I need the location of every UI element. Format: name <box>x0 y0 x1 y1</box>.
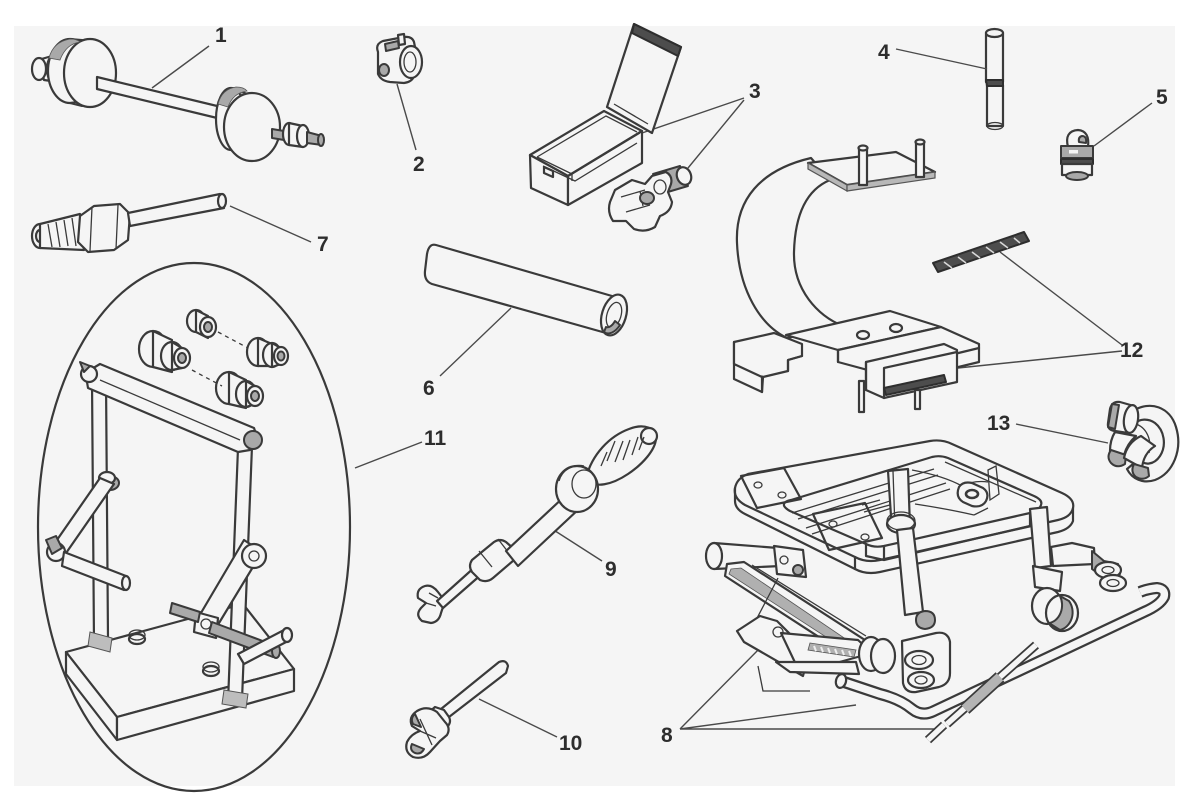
svg-text:9: 9 <box>605 558 617 581</box>
svg-text:1: 1 <box>215 24 227 47</box>
svg-text:4: 4 <box>878 41 890 64</box>
svg-text:5: 5 <box>1156 86 1168 109</box>
svg-text:8: 8 <box>661 724 673 747</box>
svg-text:12: 12 <box>1120 339 1143 362</box>
svg-text:11: 11 <box>424 427 447 450</box>
svg-text:3: 3 <box>749 80 761 103</box>
svg-text:7: 7 <box>317 233 329 256</box>
svg-text:13: 13 <box>987 412 1010 435</box>
svg-text:2: 2 <box>413 153 425 176</box>
svg-text:6: 6 <box>423 377 435 400</box>
svg-text:10: 10 <box>559 732 582 755</box>
